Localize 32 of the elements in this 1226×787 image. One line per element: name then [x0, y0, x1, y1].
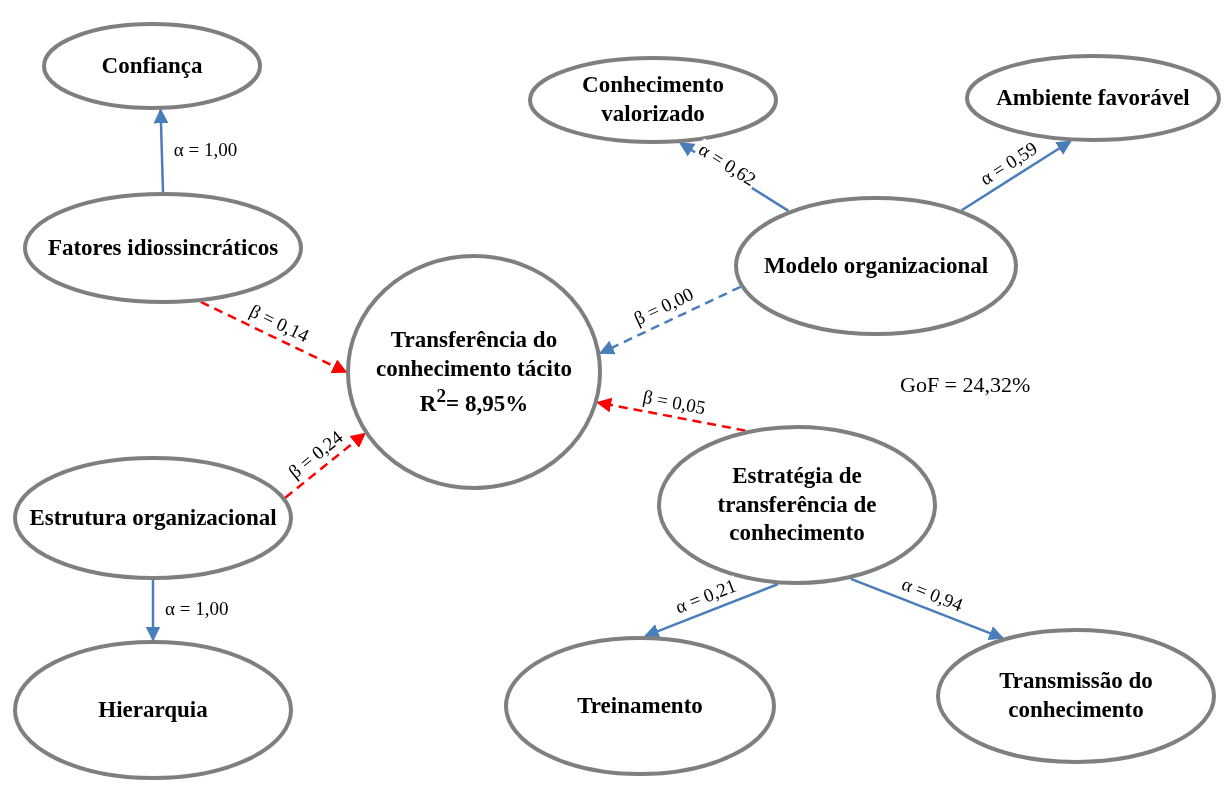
- arrow: [153, 108, 169, 193]
- node-label: Confiança: [101, 51, 203, 80]
- arrow: [284, 432, 366, 499]
- arrow: [599, 285, 741, 355]
- node-label: R$^{2}$= 8,95%: [419, 383, 529, 418]
- node-label: Estrutura organizacional: [29, 503, 277, 532]
- node-label: Transferência do conhecimento tácito: [374, 326, 574, 383]
- node-label: Ambiente favorável: [996, 83, 1190, 112]
- node-label: Fatores idiossincráticos: [47, 233, 279, 262]
- ellipse-node: [504, 636, 776, 776]
- ellipse-node: [23, 192, 303, 304]
- ellipse-node: [965, 54, 1221, 142]
- ellipse-node: [734, 196, 1018, 336]
- ellipse-node: [528, 56, 778, 144]
- arrow: [145, 580, 161, 642]
- fit-index-note: GoF = 24,32%: [900, 372, 1031, 398]
- node-label: Modelo organizacional: [763, 251, 989, 280]
- arrow: [850, 577, 1005, 641]
- arrow: [596, 397, 746, 432]
- ellipse-node: [936, 628, 1216, 764]
- node-label: Transmissão do conhecimento: [998, 667, 1154, 724]
- ellipse-node: [42, 22, 262, 110]
- node-label: Hierarquia: [98, 695, 208, 724]
- ellipse-node: [13, 640, 293, 780]
- node-label: Treinamento: [577, 691, 703, 720]
- arrow: [643, 583, 779, 639]
- edge-label: α = 1,00: [163, 599, 231, 620]
- node-label: Conhecimento valorizado: [581, 71, 725, 128]
- arrow: [961, 140, 1072, 212]
- node-label: Estratégia de transferência de conhecimento: [716, 461, 878, 548]
- ellipse-node: [346, 254, 602, 490]
- arrow: [200, 300, 348, 374]
